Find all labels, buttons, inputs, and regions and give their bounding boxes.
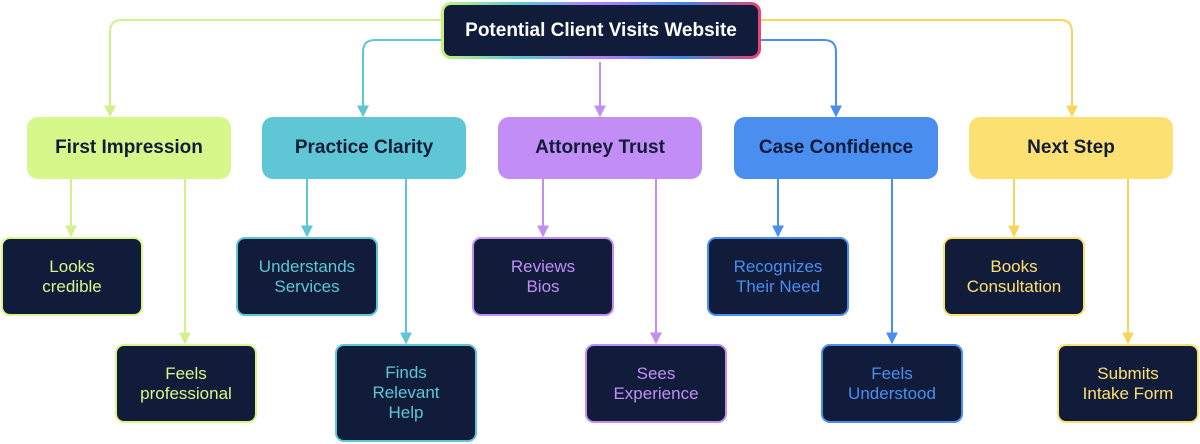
step-label: Finds Relevant Help — [372, 363, 440, 422]
step-label: Feels Understood — [848, 363, 936, 403]
category-label: First Impression — [55, 137, 203, 158]
step-label: Sees Experience — [613, 363, 699, 403]
root-node: Potential Client Visits Website — [441, 2, 761, 59]
step-feels-professional: Feels professional — [115, 344, 257, 423]
step-label: Understands Services — [258, 256, 356, 296]
step-label: Recognizes Their Need — [733, 256, 823, 296]
category-attorney-trust: Attorney Trust — [498, 117, 702, 179]
category-label: Next Step — [1027, 137, 1115, 158]
category-label: Practice Clarity — [294, 137, 434, 158]
step-looks-credible: Looks credible — [1, 237, 143, 316]
step-understands-services: Understands Services — [236, 237, 378, 316]
connector-root-practice-clarity — [357, 39, 441, 118]
connector-root-case-confidence — [761, 39, 842, 118]
category-next-step: Next Step — [969, 117, 1173, 179]
step-label: Looks credible — [42, 256, 102, 296]
root-title: Potential Client Visits Website — [465, 19, 737, 41]
step-submits-intake-form: Submits Intake Form — [1057, 344, 1199, 423]
step-label: Reviews Bios — [510, 256, 576, 296]
category-label: Attorney Trust — [535, 137, 665, 158]
category-first-impression: First Impression — [27, 117, 231, 179]
connector-root-next-step — [761, 19, 1078, 118]
step-feels-understood: Feels Understood — [821, 344, 963, 423]
step-sees-experience: Sees Experience — [585, 344, 727, 423]
category-label: Case Confidence — [758, 137, 914, 158]
step-books-consultation: Books Consultation — [943, 237, 1085, 316]
category-practice-clarity: Practice Clarity — [262, 117, 466, 179]
category-case-confidence: Case Confidence — [734, 117, 938, 179]
connector-root-first-impression — [104, 19, 441, 118]
step-reviews-bios: Reviews Bios — [472, 237, 614, 316]
step-finds-relevant-help: Finds Relevant Help — [335, 344, 477, 442]
step-label: Submits Intake Form — [1082, 363, 1174, 403]
step-label: Books Consultation — [966, 256, 1062, 296]
step-label: Feels professional — [140, 363, 232, 403]
step-recognizes-their-need: Recognizes Their Need — [707, 237, 849, 316]
